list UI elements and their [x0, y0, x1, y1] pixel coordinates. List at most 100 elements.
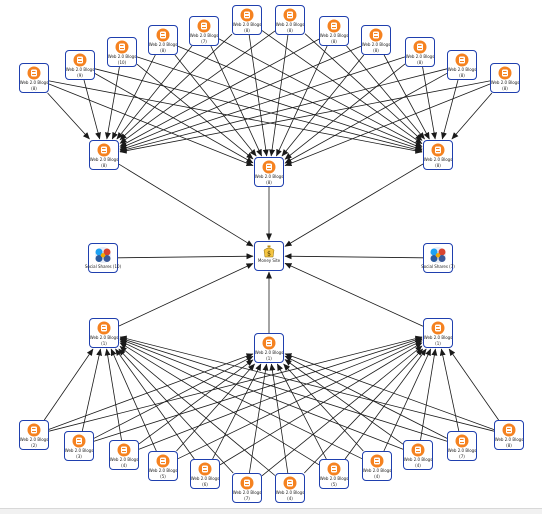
link-arrow	[218, 38, 423, 147]
node-label: Money Site	[257, 258, 281, 263]
link-arrow	[47, 92, 90, 140]
web2-blog-hub-node[interactable]: Web 2.0 Blogs(1)	[254, 333, 284, 363]
link-arrow	[117, 253, 254, 260]
web2-blog-node[interactable]: Web 2.0 Blogs(8)	[361, 25, 391, 55]
link-arrow	[346, 45, 425, 140]
web2-blog-node[interactable]: Web 2.0 Blogs(8)	[490, 63, 520, 93]
blogger-icon	[431, 321, 445, 335]
node-label: Web 2.0 Blogs	[19, 437, 49, 442]
web2-blog-node[interactable]: Web 2.0 Blogs(8)	[232, 5, 262, 35]
link-arrow	[119, 342, 320, 466]
link-arrow	[119, 33, 233, 141]
node-label: Web 2.0 Blogs	[275, 490, 305, 495]
web2-blog-node[interactable]: Web 2.0 Blogs(10)	[107, 37, 137, 67]
web2-blog-node[interactable]: Web 2.0 Blogs(7)	[447, 431, 477, 461]
link-arrow	[284, 262, 424, 327]
link-arrow	[118, 348, 234, 474]
link-arrow	[284, 163, 424, 247]
blogger-icon	[455, 53, 469, 67]
node-number: (1)	[101, 340, 107, 346]
link-arrow	[177, 340, 423, 460]
web2-blog-node[interactable]: Web 2.0 Blogs(7)	[232, 473, 262, 503]
web2-blog-node[interactable]: Web 2.0 Blogs(8)	[494, 420, 524, 450]
link-arrow	[119, 335, 495, 432]
node-number: (8)	[31, 85, 37, 91]
link-arrow	[276, 363, 327, 460]
web2-blog-hub-node[interactable]: Web 2.0 Blogs(1)	[423, 318, 453, 348]
web2-blog-node[interactable]: Web 2.0 Blogs(7)	[189, 16, 219, 46]
blogger-icon	[370, 454, 384, 468]
node-label: Web 2.0 Blogs	[423, 335, 453, 340]
web2-blog-node[interactable]: Web 2.0 Blogs(8)	[405, 37, 435, 67]
link-arrow	[261, 345, 423, 477]
node-label: Web 2.0 Blogs	[447, 448, 477, 453]
blogger-icon	[27, 423, 41, 437]
node-number: (1)	[266, 355, 272, 361]
web2-blog-node[interactable]: Web 2.0 Blogs(3)	[64, 431, 94, 461]
link-arrow	[104, 348, 122, 441]
web2-blog-node[interactable]: Web 2.0 Blogs(4)	[362, 451, 392, 481]
node-label: Web 2.0 Blogs	[362, 468, 392, 473]
web2-blog-node[interactable]: Web 2.0 Blogs(4)	[275, 473, 305, 503]
web2-blog-hub-node[interactable]: Web 2.0 Blogs(8)	[254, 157, 284, 187]
web2-blog-node[interactable]: Web 2.0 Blogs(8)	[148, 25, 178, 55]
link-arrow	[119, 345, 276, 476]
blogger-icon	[73, 53, 87, 67]
web2-blog-node[interactable]: Web 2.0 Blogs(8)	[275, 5, 305, 35]
link-arrow	[283, 363, 364, 452]
blogger-icon	[97, 143, 111, 157]
link-arrow	[249, 363, 269, 474]
web2-blog-node[interactable]: Web 2.0 Blogs(5)	[148, 451, 178, 481]
node-number: (8)	[331, 38, 337, 44]
link-arrow	[284, 359, 404, 445]
web2-blog-hub-node[interactable]: Web 2.0 Blogs(1)	[89, 318, 119, 348]
link-arrow	[269, 34, 289, 157]
node-label: Web 2.0 Blogs	[254, 174, 284, 179]
node-label: Web 2.0 Blogs	[254, 350, 284, 355]
web2-blog-hub-node[interactable]: Web 2.0 Blogs(8)	[89, 140, 119, 170]
link-arrow	[281, 54, 365, 157]
node-number: (8)	[435, 162, 441, 168]
web2-blog-node[interactable]: Web 2.0 Blogs(4)	[403, 440, 433, 470]
node-label: Web 2.0 Blogs	[148, 468, 178, 473]
node-number: (8)	[244, 27, 250, 33]
node-number: (5)	[160, 473, 166, 479]
link-arrow	[104, 66, 120, 140]
node-label: Web 2.0 Blogs	[361, 42, 391, 47]
web2-blog-node[interactable]: Web 2.0 Blogs(2)	[19, 420, 49, 450]
link-arrow	[219, 342, 423, 466]
web2-blog-node[interactable]: Web 2.0 Blogs(9)	[65, 50, 95, 80]
web2-blog-node[interactable]: Web 2.0 Blogs(8)	[447, 50, 477, 80]
web2-blog-node[interactable]: Web 2.0 Blogs(8)	[19, 63, 49, 93]
web2-blog-node[interactable]: Web 2.0 Blogs(5)	[319, 459, 349, 489]
link-arrow	[81, 348, 103, 432]
node-number: (8)	[459, 72, 465, 78]
node-number: (8)	[506, 442, 512, 448]
link-arrow	[118, 263, 254, 327]
svg-text:$: $	[267, 251, 271, 258]
social-shares-node[interactable]: Social Shares (7)	[421, 243, 455, 273]
money-site-node[interactable]: $Money Site	[254, 241, 284, 271]
link-arrow	[119, 337, 448, 442]
web2-blog-node[interactable]: Web 2.0 Blogs(4)	[109, 440, 139, 470]
node-number: (3)	[76, 453, 82, 459]
node-label: Web 2.0 Blogs	[19, 80, 49, 85]
node-number: (8)	[287, 27, 293, 33]
web2-blog-node[interactable]: Web 2.0 Blogs(6)	[190, 459, 220, 489]
web2-blog-node[interactable]: Web 2.0 Blogs(8)	[319, 16, 349, 46]
node-label: Web 2.0 Blogs	[148, 42, 178, 47]
link-arrow	[136, 63, 254, 160]
money-site-icon: $	[263, 245, 275, 258]
node-label: Web 2.0 Blogs	[189, 33, 219, 38]
node-number: (4)	[121, 462, 127, 468]
link-arrow	[119, 56, 406, 151]
web2-blog-hub-node[interactable]: Web 2.0 Blogs(8)	[423, 140, 453, 170]
blogger-icon	[413, 40, 427, 54]
node-number: (7)	[459, 453, 465, 459]
social-shares-node[interactable]: Social Shares (10)	[85, 243, 121, 273]
node-label: Web 2.0 Blogs	[89, 335, 119, 340]
blogger-icon	[198, 462, 212, 476]
link-arrow	[136, 56, 423, 151]
link-arrow	[284, 253, 424, 260]
